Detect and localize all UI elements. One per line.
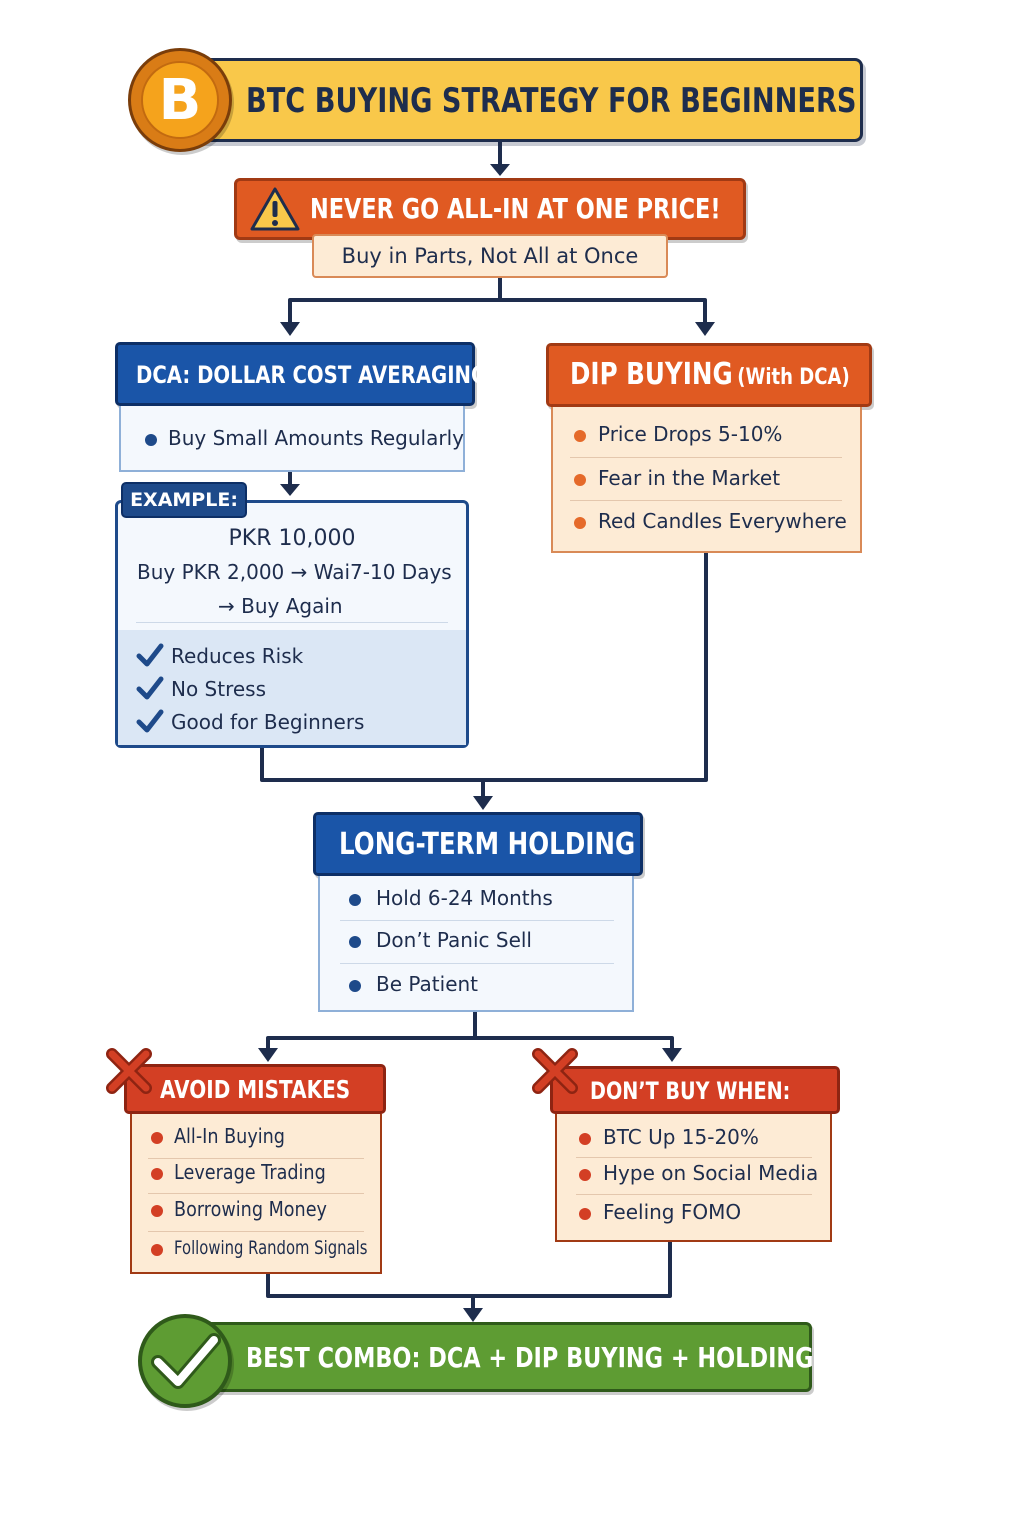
dont-buy-header xyxy=(550,1066,840,1114)
dont-buy-title: DON’T BUY WHEN: xyxy=(590,1077,791,1105)
dca-point: Buy Small Amounts Regularly xyxy=(168,426,464,450)
red-x-icon xyxy=(106,1048,152,1094)
dont-buy-body xyxy=(555,1114,832,1242)
example-line-2: Buy PKR 2,000 → Wai7-10 Days xyxy=(137,560,452,584)
divider xyxy=(570,457,842,458)
long-term-item-1: Hold 6-24 Months xyxy=(376,886,553,910)
divider xyxy=(148,1193,364,1194)
example-line-3: → Buy Again xyxy=(218,594,343,618)
best-combo-banner xyxy=(188,1322,812,1392)
avoid-item-2: Leverage Trading xyxy=(174,1160,326,1184)
dca-body xyxy=(119,406,465,472)
long-term-header-title: LONG-TERM HOLDING xyxy=(339,827,636,862)
dip-body xyxy=(551,407,862,553)
divider xyxy=(576,1194,812,1195)
avoid-item-4: Following Random Signals xyxy=(174,1237,368,1259)
dip-header xyxy=(546,343,872,407)
benefit-1: Reduces Risk xyxy=(171,644,304,668)
dip-item-3: Red Candles Everywhere xyxy=(598,509,847,533)
divider xyxy=(340,920,614,921)
divider xyxy=(576,1157,812,1158)
bullet-dot xyxy=(349,894,361,906)
bullet-dot xyxy=(151,1205,163,1217)
bullet-dot xyxy=(349,936,361,948)
bitcoin-symbol: B xyxy=(141,61,219,139)
divider xyxy=(148,1231,364,1232)
dip-header-main: DIP BUYING xyxy=(570,357,733,392)
bullet-dot xyxy=(574,517,586,529)
red-x-icon xyxy=(532,1048,578,1094)
warning-icon xyxy=(250,187,300,231)
bullet-dot xyxy=(151,1168,163,1180)
dip-header-title: DIP BUYING (With DCA) xyxy=(570,352,911,398)
checkmark-icon xyxy=(136,709,164,733)
long-term-header xyxy=(313,812,643,876)
dip-item-1: Price Drops 5-10% xyxy=(598,422,783,446)
example-benefits-panel xyxy=(118,630,466,745)
checkmark-icon xyxy=(136,676,164,700)
page-title: BTC BUYING STRATEGY FOR BEGINNERS xyxy=(246,81,857,121)
dca-header-title: DCA: DOLLAR COST AVERAGING xyxy=(136,361,488,389)
avoid-item-1: All-In Buying xyxy=(174,1124,285,1148)
bullet-dot xyxy=(574,474,586,486)
bullet-dot xyxy=(349,980,361,992)
example-line-1: PKR 10,000 xyxy=(228,526,356,551)
bullet-dot xyxy=(145,434,157,446)
bullet-dot xyxy=(574,430,586,442)
bullet-dot xyxy=(151,1244,163,1256)
bullet-dot xyxy=(579,1133,591,1145)
checkmark-icon xyxy=(136,643,164,667)
bullet-dot xyxy=(579,1208,591,1220)
divider xyxy=(570,500,842,501)
dont-buy-item-3: Feeling FOMO xyxy=(603,1200,742,1224)
divider xyxy=(340,963,614,964)
example-label: EXAMPLE: xyxy=(121,482,247,518)
warning-title: NEVER GO ALL-IN AT ONE PRICE! xyxy=(310,192,721,225)
dont-buy-item-1: BTC Up 15-20% xyxy=(603,1125,759,1149)
long-term-body xyxy=(318,876,634,1012)
dont-buy-item-2: Hype on Social Media xyxy=(603,1161,819,1185)
bullet-dot xyxy=(579,1169,591,1181)
bullet-dot xyxy=(151,1132,163,1144)
long-term-item-3: Be Patient xyxy=(376,972,479,996)
dca-header xyxy=(115,342,475,406)
dip-header-sub: (With DCA) xyxy=(737,365,850,390)
avoid-mistakes-body xyxy=(130,1114,382,1274)
warning-subtitle: Buy in Parts, Not All at Once xyxy=(312,234,668,278)
checkmark-icon xyxy=(151,1333,221,1389)
dip-item-2: Fear in the Market xyxy=(598,466,781,490)
best-combo-text: BEST COMBO: DCA + DIP BUYING + HOLDING xyxy=(246,1341,814,1374)
avoid-item-3: Borrowing Money xyxy=(174,1197,327,1221)
divider xyxy=(148,1158,364,1159)
benefit-2: No Stress xyxy=(171,677,267,701)
long-term-item-2: Don’t Panic Sell xyxy=(376,928,532,952)
title-banner xyxy=(195,58,863,142)
benefit-3: Good for Beginners xyxy=(171,710,365,734)
avoid-mistakes-header xyxy=(124,1064,386,1114)
divider xyxy=(136,622,448,623)
avoid-mistakes-title: AVOID MISTAKES xyxy=(160,1075,351,1104)
